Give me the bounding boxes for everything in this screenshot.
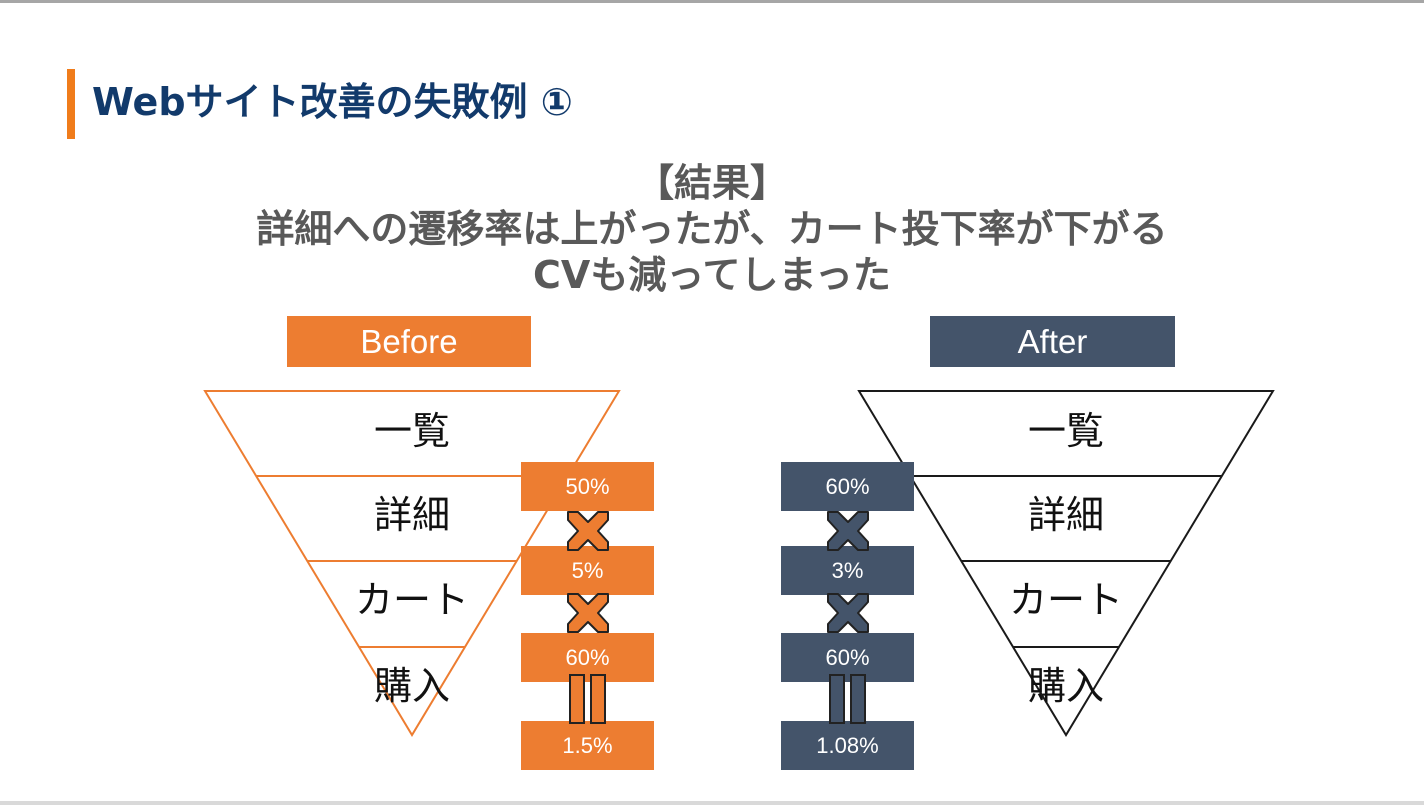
before-rate-1: 50% — [521, 462, 654, 511]
after-stage-purchase: 購入 — [1027, 664, 1105, 708]
headline-line-2: 詳細への遷移率は上がったが、カート投下率が下がる — [256, 207, 1168, 251]
multiply-icon — [567, 593, 609, 633]
before-stage-cart: カート — [354, 578, 470, 622]
equals-icon — [569, 674, 606, 724]
before-funnel — [203, 390, 621, 737]
after-result: 1.08% — [781, 721, 914, 770]
before-result: 1.5% — [521, 721, 654, 770]
after-stage-cart: カート — [1008, 578, 1124, 622]
after-funnel-outline — [857, 390, 1275, 737]
before-stage-purchase: 購入 — [373, 664, 451, 708]
after-funnel — [857, 390, 1275, 737]
equals-icon — [829, 674, 866, 724]
headline-line-3: CVも減ってしまった — [533, 253, 891, 297]
headline: 【結果】 詳細への遷移率は上がったが、カート投下率が下がる CVも減ってしまった — [100, 160, 1324, 298]
before-funnel-outline — [203, 390, 621, 737]
page-title: Webサイト改善の失敗例 ① — [92, 80, 573, 124]
before-stage-detail: 詳細 — [373, 493, 451, 537]
after-rate-3: 60% — [781, 633, 914, 682]
title-accent-bar — [67, 69, 75, 139]
before-label: Before — [287, 316, 531, 367]
before-stage-list: 一覧 — [373, 409, 451, 453]
before-rate-3: 60% — [521, 633, 654, 682]
after-label: After — [930, 316, 1175, 367]
after-rate-1: 60% — [781, 462, 914, 511]
after-stage-list: 一覧 — [1027, 409, 1105, 453]
multiply-icon — [827, 511, 869, 551]
bottom-divider — [0, 801, 1424, 805]
after-rate-2: 3% — [781, 546, 914, 595]
multiply-icon — [567, 511, 609, 551]
top-divider — [0, 0, 1424, 3]
headline-line-1: 【結果】 — [635, 161, 788, 205]
multiply-icon — [827, 593, 869, 633]
after-stage-detail: 詳細 — [1027, 493, 1105, 537]
before-rate-2: 5% — [521, 546, 654, 595]
